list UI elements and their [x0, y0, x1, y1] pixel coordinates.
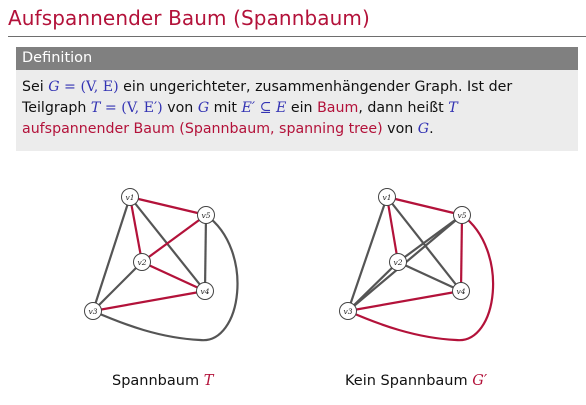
title-divider	[8, 36, 586, 37]
node-label: v3	[89, 307, 98, 316]
math-var-E: E	[276, 100, 287, 116]
definition-body: Sei G = (V, E) ein ungerichteter, zusamm…	[16, 70, 578, 151]
definition-block: Definition Sei G = (V, E) ein ungerichte…	[16, 47, 578, 151]
graph-node: v5	[453, 206, 471, 224]
definition-text: von	[382, 121, 418, 137]
edge-v2-v3	[347, 261, 399, 312]
caption-var-T: T	[203, 373, 214, 389]
node-label: v3	[344, 307, 353, 316]
math-var-T: T	[448, 100, 458, 116]
edge-v1-v5	[129, 195, 207, 217]
math-var-G: G	[417, 121, 430, 137]
node-label: v1	[383, 193, 392, 202]
node-label: v5	[458, 211, 467, 220]
graph-node: v4	[452, 282, 470, 300]
caption-not-spanning-tree: Kein Spannbaum G′	[345, 373, 487, 389]
graph-node: v3	[84, 302, 102, 320]
definition-text: mit	[209, 100, 242, 116]
definition-text: ein ungerichteter, zusammenhängender Gra…	[118, 79, 513, 95]
definition-text: Teilgraph	[22, 100, 91, 116]
edge-v2-v5	[141, 214, 207, 263]
math-var-G: G	[48, 79, 60, 95]
node-label: v1	[126, 193, 135, 202]
caption-text: Spannbaum	[112, 373, 204, 389]
edge-v1-v2	[128, 196, 144, 263]
math-subseteq: ⊆	[255, 100, 277, 116]
node-label: v4	[457, 287, 466, 296]
node-label: v5	[202, 211, 211, 220]
graph-node: v2	[133, 253, 151, 271]
math-var-T: T	[90, 100, 101, 116]
edge-v5-v4	[203, 214, 208, 292]
graph-not-spanning-tree: v1 v5 v2 v4 v3	[339, 188, 495, 342]
node-label: v2	[138, 258, 147, 267]
edge-v2-v4	[397, 261, 462, 292]
edge-v1-v3	[346, 196, 389, 312]
caption-var-Gprime: G′	[472, 373, 488, 389]
math-eq-subgraph: = (V, E′)	[100, 100, 163, 116]
edge-v2-v3	[92, 261, 143, 312]
definition-text: , dann heißt	[358, 100, 449, 116]
edge-v1-v3	[91, 196, 132, 312]
graph-node: v4	[196, 282, 214, 300]
edge-v5-v3-curve	[92, 214, 239, 342]
definition-text: von	[162, 100, 198, 116]
definition-text: Sei	[22, 79, 44, 95]
edge-v5-v4	[459, 214, 464, 292]
edge-v1-v5	[386, 195, 463, 217]
graph-node: v3	[339, 302, 357, 320]
graph-node: v2	[389, 253, 407, 271]
caption-spanning-tree: Spannbaum T	[112, 373, 213, 389]
graph-node: v1	[121, 188, 139, 206]
math-var-G: G	[197, 100, 210, 116]
edge-v1-v2	[385, 196, 400, 263]
slide-title: Aufspannender Baum (Spannbaum)	[8, 6, 370, 30]
graph-node: v1	[378, 188, 396, 206]
definition-text: ein	[286, 100, 318, 116]
caption-text: Kein Spannbaum	[345, 373, 473, 389]
definition-text: .	[429, 121, 434, 137]
graph-node: v5	[197, 206, 215, 224]
term-baum: Baum	[317, 100, 359, 116]
node-label: v2	[394, 258, 403, 267]
edge-v2-v4	[141, 261, 206, 292]
edge-v5-v3-curve	[347, 214, 495, 342]
math-eq-pair: = (V, E)	[59, 79, 119, 95]
term-spanning-tree: aufspannender Baum (Spannbaum, spanning …	[22, 121, 383, 137]
edge-v3-v4	[347, 289, 462, 313]
edge-v3-v4	[92, 289, 206, 313]
graph-spanning-tree: v1 v5 v2 v4 v3	[84, 188, 239, 342]
node-label: v4	[201, 287, 210, 296]
math-var-Eprime: E′	[241, 100, 256, 116]
definition-heading: Definition	[16, 47, 578, 70]
